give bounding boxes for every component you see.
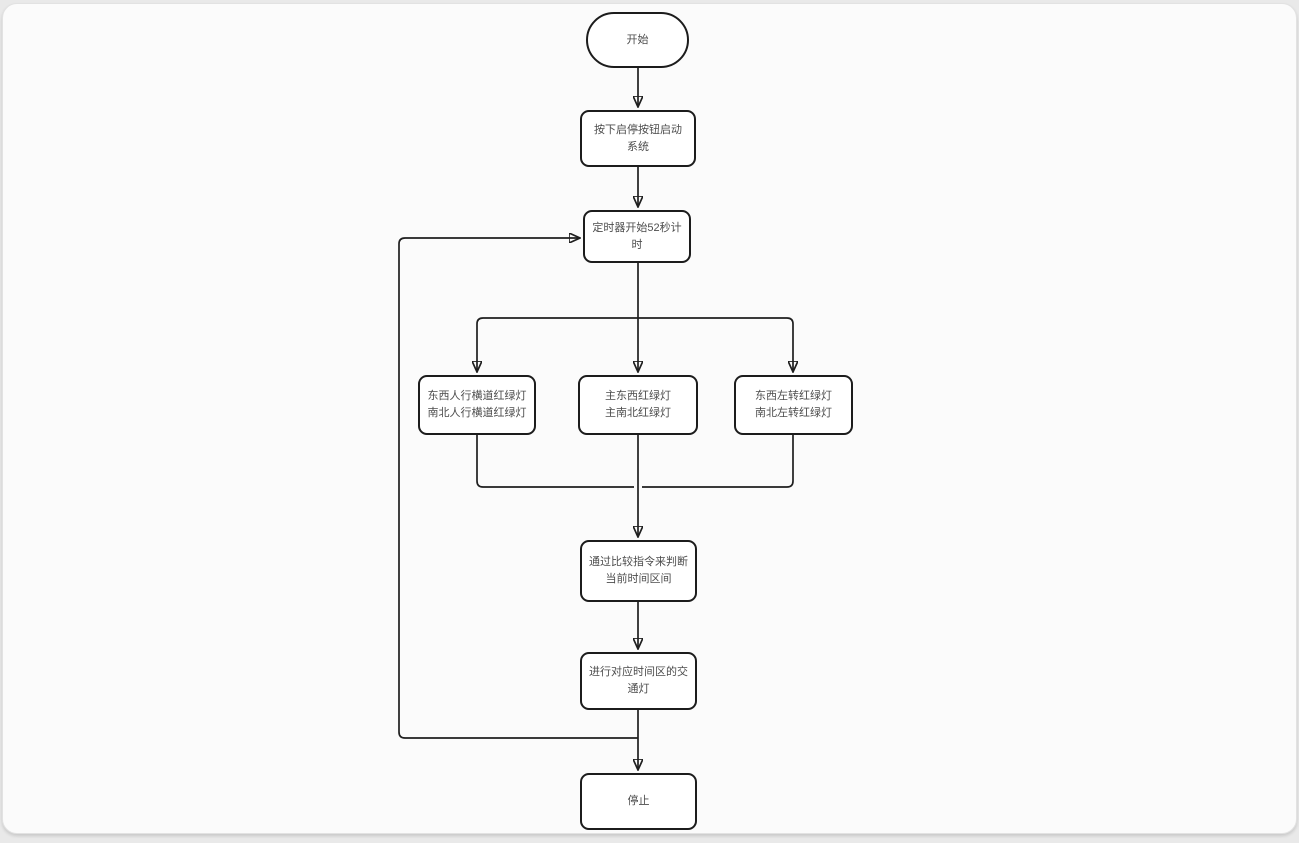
node-label: 按下启停按钮启动系统 [594,123,682,153]
node-label-line1: 东西左转红绿灯 [755,390,832,402]
node-label-line2: 主南北红绿灯 [605,407,671,419]
node-label: 通过比较指令来判断当前时间区间 [589,556,688,585]
node-label: 停止 [627,795,650,807]
start-node[interactable]: 开始 [586,12,689,68]
node-label: 进行对应时间区的交通灯 [589,666,688,695]
node-label-line1: 东西人行横道红绿灯 [427,390,527,402]
left-turn-lights-node[interactable]: 东西左转红绿灯 南北左转红绿灯 [734,375,853,435]
node-label-line2: 南北人行横道红绿灯 [427,407,527,419]
node-label-line1: 主东西红绿灯 [605,390,671,402]
timer-node[interactable]: 定时器开始52秒计时 [583,210,691,263]
pedestrian-lights-node[interactable]: 东西人行横道红绿灯 南北人行横道红绿灯 [418,375,536,435]
stop-node[interactable]: 停止 [580,773,697,830]
node-label-line2: 南北左转红绿灯 [755,407,832,419]
compare-node[interactable]: 通过比较指令来判断当前时间区间 [580,540,697,602]
node-label: 开始 [626,33,649,46]
main-lights-node[interactable]: 主东西红绿灯 主南北红绿灯 [578,375,698,435]
node-label: 定时器开始52秒计时 [592,221,682,251]
press-button-node[interactable]: 按下启停按钮启动系统 [580,110,696,167]
execute-node[interactable]: 进行对应时间区的交通灯 [580,652,697,710]
